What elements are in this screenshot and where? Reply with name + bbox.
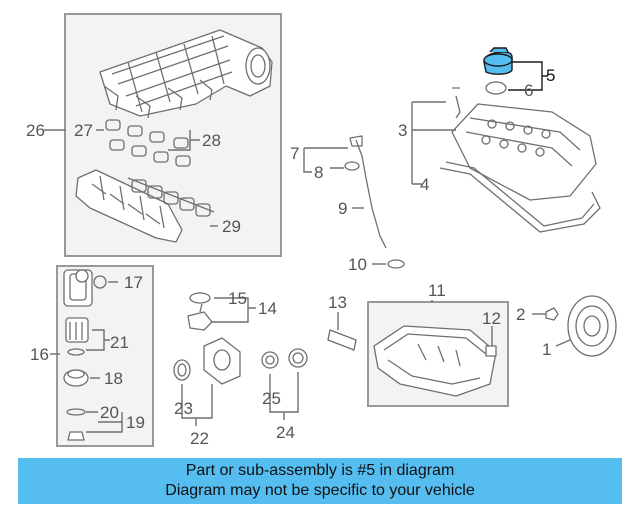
baffle-group — [327, 312, 357, 351]
oil-filler-cap-group — [483, 47, 548, 95]
callout-25: 25 — [262, 389, 281, 408]
leader-21 — [86, 329, 110, 351]
callout-21: 21 — [110, 333, 129, 352]
leader-19-20 — [86, 411, 123, 433]
leader-24-25 — [269, 372, 299, 420]
leader-1 — [555, 339, 571, 347]
valve-cover-gasket — [439, 167, 601, 233]
seal-24 — [288, 348, 308, 368]
callout-1: 1 — [542, 340, 551, 359]
callout-18: 18 — [104, 369, 123, 388]
leader-22-23 — [181, 384, 213, 426]
callout-12: 12 — [482, 309, 501, 328]
callout-16: 16 — [30, 345, 49, 364]
callout-10: 10 — [348, 255, 367, 274]
o-ring-15 — [189, 292, 211, 304]
intake-manifold-drawing — [99, 29, 273, 119]
callout-27: 27 — [74, 121, 93, 140]
callout-5: 5 — [546, 66, 555, 85]
callout-13: 13 — [328, 293, 347, 312]
oil-pipe-14 — [187, 311, 213, 331]
callout-2: 2 — [516, 305, 525, 324]
drain-plug-19 — [67, 431, 85, 441]
o-ring-17 — [93, 275, 107, 289]
callout-8: 8 — [314, 163, 323, 182]
callout-24: 24 — [276, 423, 295, 442]
oil-cooler-22 — [203, 337, 241, 385]
callout-26: 26 — [26, 121, 45, 140]
leader-28 — [168, 130, 200, 151]
callout-23: 23 — [174, 399, 193, 418]
callout-17: 17 — [124, 273, 143, 292]
gasket-27 — [105, 119, 191, 167]
o-ring-part-6 — [485, 81, 507, 95]
gasket-23 — [173, 359, 191, 381]
callout-4: 4 — [420, 175, 429, 194]
baffle-13 — [327, 329, 357, 351]
gasket-29 — [127, 177, 215, 217]
crank-pulley-group — [532, 295, 617, 357]
callout-22: 22 — [190, 429, 209, 448]
leader-5-6 — [508, 61, 548, 91]
valve-cover-group — [411, 87, 601, 233]
oil-pan-group — [367, 300, 509, 407]
oil-filler-cap-grip — [489, 47, 509, 53]
callout-11: 11 — [428, 281, 446, 300]
callout-19: 19 — [126, 413, 145, 432]
dipstick-group — [303, 135, 405, 269]
oil-filter-element — [65, 317, 89, 343]
callout-28: 28 — [202, 131, 221, 150]
callout-7: 7 — [290, 144, 299, 163]
oil-pan — [373, 325, 497, 397]
crank-pulley-1 — [567, 295, 617, 357]
dipstick-tube — [355, 139, 387, 249]
oil-filler-cap-top — [483, 53, 513, 67]
callout-6: 6 — [524, 81, 533, 100]
callout-14: 14 — [258, 299, 277, 318]
callout-9: 9 — [338, 199, 347, 218]
callout-labels: 1 2 3 4 5 6 7 8 9 10 11 12 13 14 15 16 1… — [26, 66, 555, 448]
banner-line-part: Part or sub-assembly is #5 in diagram — [185, 462, 455, 479]
callout-15: 15 — [228, 289, 247, 308]
oil-filter-group — [50, 265, 154, 447]
callout-20: 20 — [100, 403, 119, 422]
intake-lower-manifold — [75, 169, 183, 243]
leader-7-8 — [303, 147, 348, 173]
callout-3: 3 — [398, 121, 407, 140]
bolt-2 — [545, 307, 559, 321]
drain-plug-12 — [485, 345, 497, 357]
seal-25 — [261, 351, 279, 369]
leader-3-4 — [411, 101, 456, 185]
intake-manifold-group — [44, 13, 282, 257]
oil-cooler-group — [173, 292, 256, 426]
banner-line-disclaimer: Diagram may not be specific to your vehi… — [165, 482, 475, 499]
parts-diagram: 1 2 3 4 5 6 7 8 9 10 11 12 13 14 15 16 1… — [26, 13, 617, 448]
callout-29: 29 — [222, 217, 241, 236]
leader-14-15 — [212, 297, 256, 323]
seal-group — [261, 348, 308, 420]
oil-filter-housing — [63, 269, 93, 307]
info-banner: Part or sub-assembly is #5 in diagram Di… — [18, 458, 622, 504]
pcv-valve — [452, 87, 461, 119]
